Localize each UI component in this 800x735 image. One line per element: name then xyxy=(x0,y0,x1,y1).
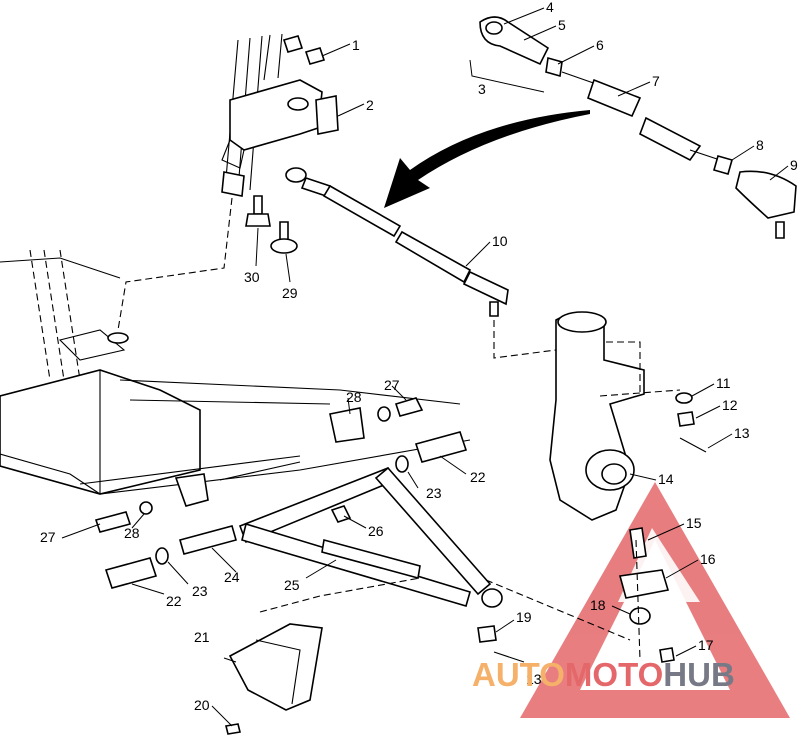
callout-12: 12 xyxy=(722,397,738,413)
guard-21 xyxy=(228,623,323,711)
watermark-auto: AUTO xyxy=(472,656,565,693)
callout-11: 11 xyxy=(716,375,731,391)
callout-22-lower: 22 xyxy=(166,593,182,609)
callout-3: 3 xyxy=(478,81,486,97)
callout-19: 19 xyxy=(516,609,532,625)
bushing-22-upper xyxy=(395,431,468,473)
ball-joint-18 xyxy=(629,607,651,625)
callout-13: 13 xyxy=(734,425,750,441)
bolt-30 xyxy=(245,195,271,227)
callout-28-upper: 28 xyxy=(346,389,362,405)
watermark-text: AUTOMOTOHUB xyxy=(472,656,735,693)
callout-28-lower: 28 xyxy=(124,525,140,541)
callout-9: 9 xyxy=(790,157,798,173)
watermark-moto: MOTO xyxy=(565,656,663,693)
callout-labels: 1 2 3 4 5 6 7 8 9 10 11 12 13 14 15 16 1… xyxy=(40,0,798,713)
callout-4: 4 xyxy=(546,0,554,15)
washer-11 xyxy=(675,392,693,404)
callout-17: 17 xyxy=(698,637,714,653)
nut-19 xyxy=(477,625,497,643)
steering-post xyxy=(117,33,323,331)
steering-knuckle xyxy=(549,311,681,521)
callout-29: 29 xyxy=(282,285,298,301)
svg-text:AUTOMOTOHUB: AUTOMOTOHUB xyxy=(472,656,735,693)
bracket-28-upper xyxy=(329,407,365,443)
callout-15: 15 xyxy=(686,515,702,531)
washer-28-lower xyxy=(139,501,153,515)
tie-rod-assembly xyxy=(469,16,797,239)
callout-21: 21 xyxy=(194,629,210,645)
callout-2: 2 xyxy=(366,97,374,113)
bolt-27-upper xyxy=(394,397,424,417)
cotter-13-lower xyxy=(493,651,525,663)
callout-24: 24 xyxy=(224,569,240,585)
callout-20: 20 xyxy=(194,697,210,713)
direction-arrow xyxy=(384,110,590,208)
frame xyxy=(0,249,471,495)
callout-16: 16 xyxy=(700,551,716,567)
callout-8: 8 xyxy=(756,137,764,153)
leader-lines xyxy=(61,7,789,727)
callout-27-upper: 27 xyxy=(384,377,400,393)
callout-26: 26 xyxy=(368,523,384,539)
cotter-13 xyxy=(679,437,707,453)
callout-23-upper: 23 xyxy=(426,485,442,501)
callout-23-lower: 23 xyxy=(192,583,208,599)
pivot-shaft-24 xyxy=(179,525,237,555)
nut-1 xyxy=(282,35,326,65)
callout-25: 25 xyxy=(284,577,300,593)
callout-6: 6 xyxy=(596,37,604,53)
callout-30: 30 xyxy=(244,269,260,285)
callout-13-lower: 13 xyxy=(526,671,542,687)
bracket-28-left xyxy=(174,473,209,507)
callout-18: 18 xyxy=(590,597,606,613)
bolt-15 xyxy=(629,527,647,559)
a-arm xyxy=(238,466,503,608)
watermark-hub: HUB xyxy=(663,656,735,693)
assembly-path xyxy=(485,539,641,661)
nut-17 xyxy=(659,647,675,663)
bracket-2 xyxy=(315,95,339,135)
screw-20 xyxy=(225,723,241,735)
callout-1: 1 xyxy=(352,37,360,53)
callout-5: 5 xyxy=(558,17,566,33)
nut-12 xyxy=(677,411,695,427)
tie-rod-10 xyxy=(285,167,557,359)
plate-16 xyxy=(618,569,670,599)
callout-22-upper: 22 xyxy=(470,469,486,485)
bolt-27-lower xyxy=(94,511,132,533)
callout-7: 7 xyxy=(652,73,660,89)
bushing-22-lower xyxy=(104,547,169,589)
washer-28 xyxy=(377,406,391,422)
callout-10: 10 xyxy=(492,233,508,249)
callout-14: 14 xyxy=(658,471,674,487)
callout-27-lower: 27 xyxy=(40,529,56,545)
bolt-29 xyxy=(270,221,298,254)
guard-21-rib xyxy=(255,639,301,705)
